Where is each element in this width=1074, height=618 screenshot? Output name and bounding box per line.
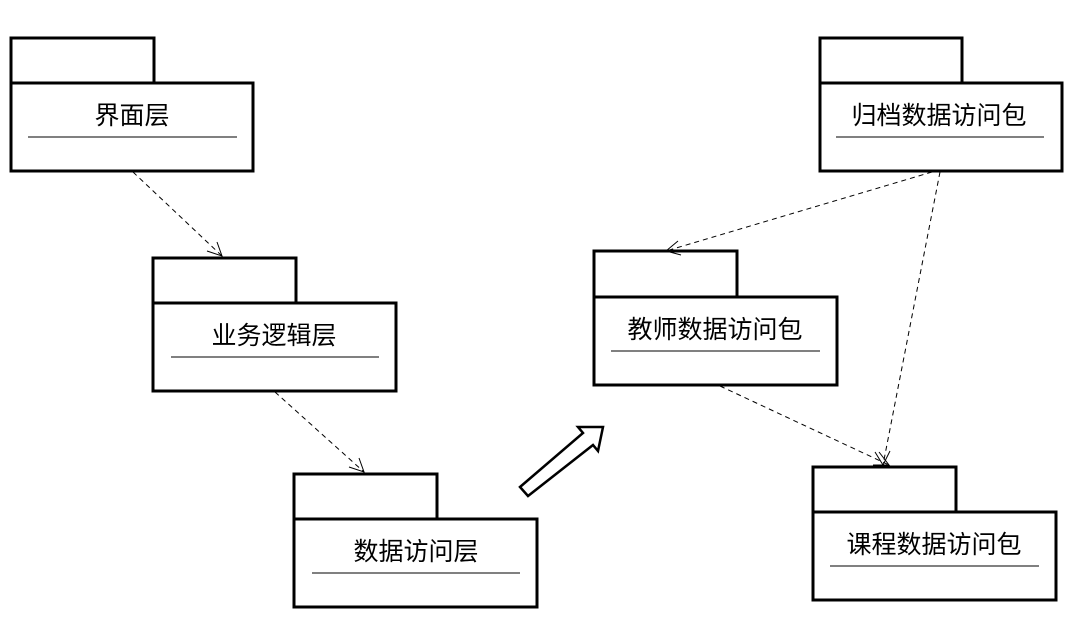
package-label: 教师数据访问包 [627, 315, 802, 344]
package-tab [592, 249, 739, 299]
dependency-business-to-data-access [274, 391, 365, 473]
dependency-ui-to-business [132, 171, 223, 257]
package-tab [292, 472, 439, 521]
package-archive: 归档数据访问包 [818, 36, 1064, 173]
package-label: 业务逻辑层 [211, 321, 336, 350]
package-body [811, 510, 1058, 602]
package-teacher: 教师数据访问包 [592, 249, 839, 387]
package-tab [811, 465, 958, 514]
package-tab [151, 256, 298, 305]
dependency-archive-to-course [874, 171, 941, 467]
package-body [151, 301, 398, 393]
package-body [292, 517, 539, 609]
dependency-archive-to-teacher [664, 171, 933, 256]
package-label: 归档数据访问包 [851, 101, 1026, 130]
package-body [818, 81, 1064, 173]
package-tab [9, 36, 156, 85]
refinement-arrow-icon [518, 425, 605, 498]
package-label: 课程数据访问包 [846, 530, 1021, 559]
package-body [9, 81, 255, 173]
package-tab [818, 36, 964, 85]
package-body [592, 295, 839, 387]
dependency-teacher-to-course [719, 385, 891, 466]
package-business-layer: 业务逻辑层 [151, 256, 398, 393]
package-ui-layer: 界面层 [9, 36, 255, 173]
package-label: 数据访问层 [353, 537, 478, 566]
package-data-access-layer: 数据访问层 [292, 472, 539, 609]
package-label: 界面层 [94, 101, 169, 130]
package-course: 课程数据访问包 [811, 465, 1058, 602]
